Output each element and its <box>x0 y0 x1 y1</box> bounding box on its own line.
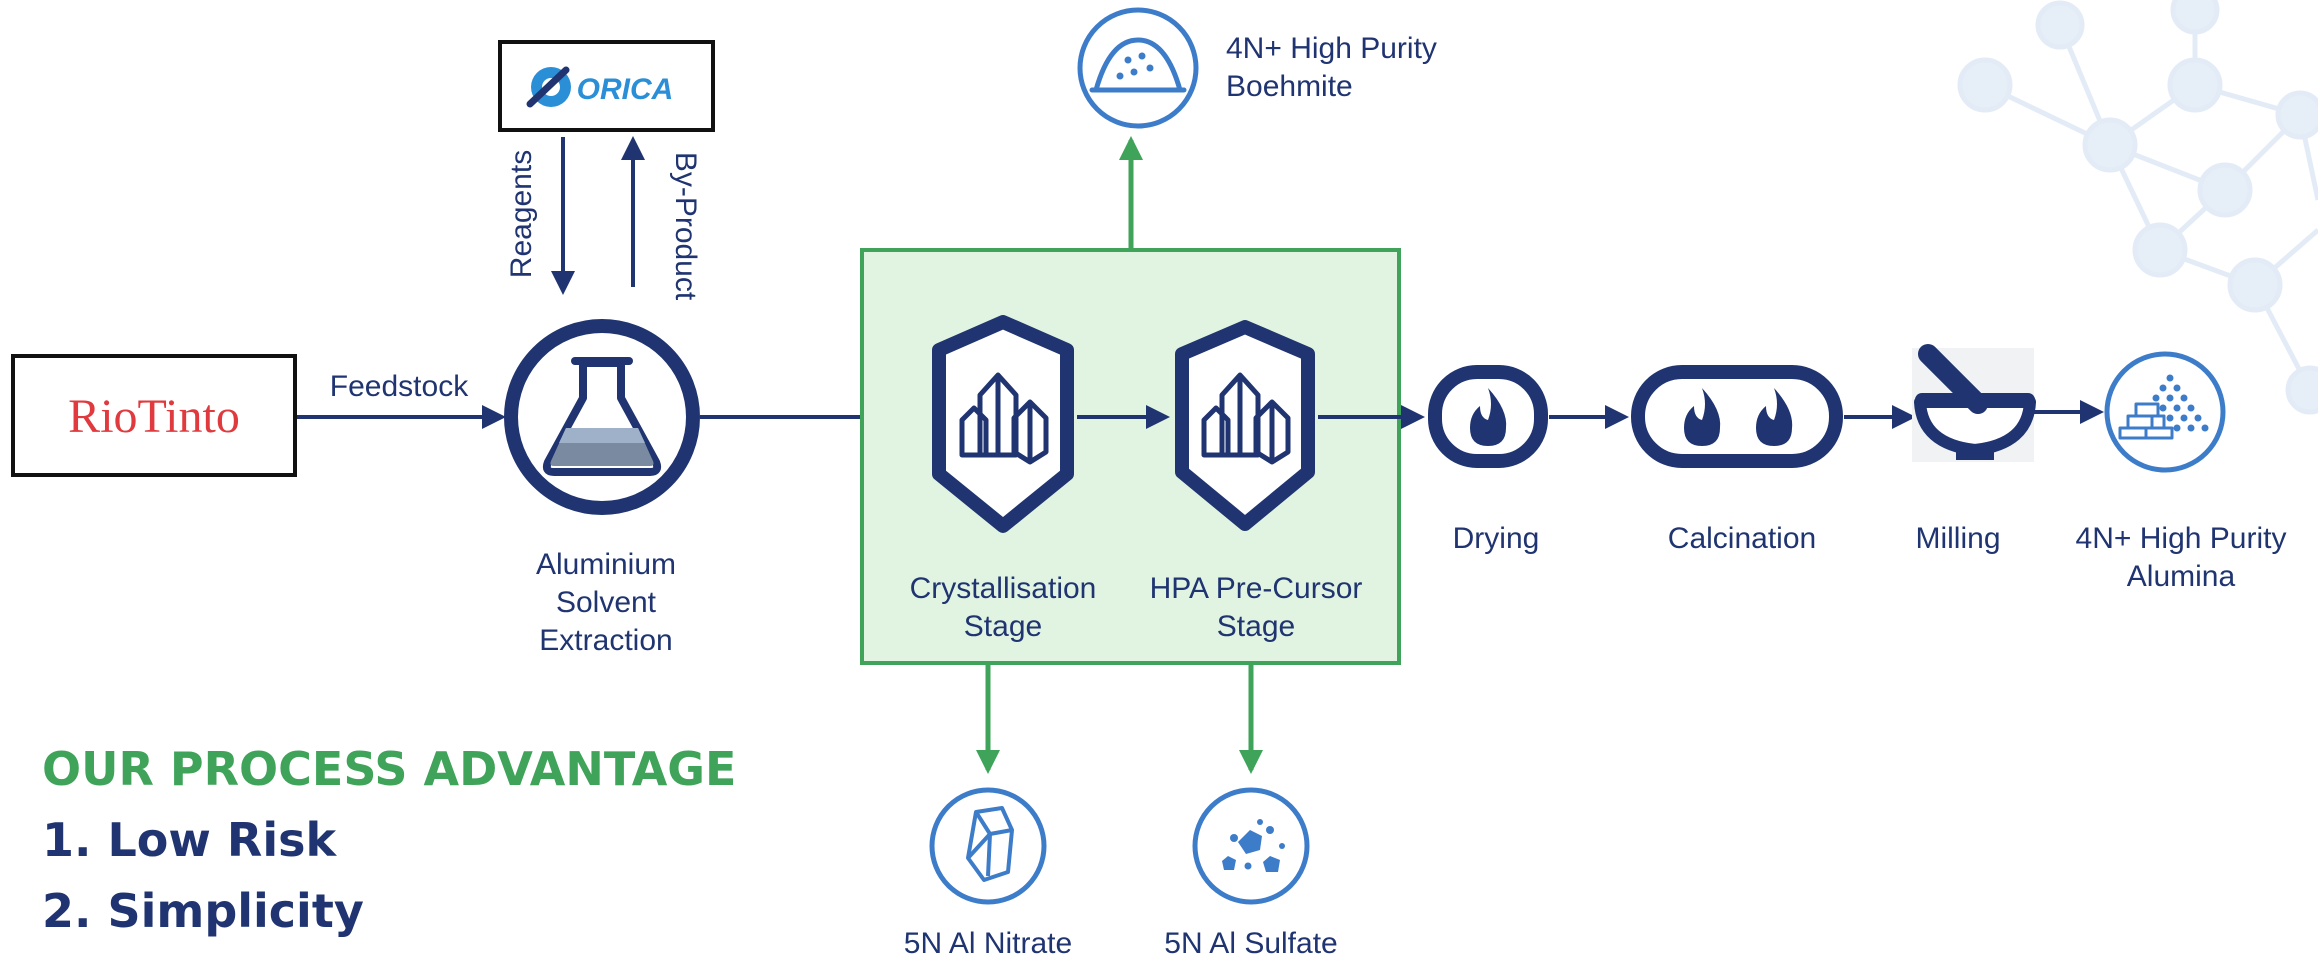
feedstock-label: Feedstock <box>330 370 469 403</box>
nitrate-label: 5N Al Nitrate <box>904 927 1072 958</box>
crystal-icon <box>959 372 1049 465</box>
alumina-label-line2: Alumina <box>2127 560 2236 593</box>
sulfate-node <box>1192 787 1310 905</box>
flask-icon <box>542 357 662 476</box>
orica-wordmark: ORICA <box>577 73 674 106</box>
boehmite-label-line2: Boehmite <box>1226 70 1353 103</box>
advantage-item-1: 1. Low Risk <box>42 813 337 867</box>
flame-icon <box>1684 388 1721 446</box>
orica-mark-icon <box>526 66 571 108</box>
crystallisation-label-line2: Stage <box>964 610 1042 643</box>
milling-label: Milling <box>1915 522 2000 555</box>
precursor-label-line1: HPA Pre-Cursor <box>1150 572 1363 605</box>
nitrate-node <box>929 787 1047 905</box>
flame-icon <box>1470 388 1507 446</box>
extraction-label-line2: Solvent <box>556 586 657 619</box>
process-advantage-block: OUR PROCESS ADVANTAGE 1. Low Risk 2. Sim… <box>42 742 736 938</box>
calcination-label: Calcination <box>1668 522 1816 555</box>
alumina-node <box>2104 351 2226 473</box>
nitrate-crystal-icon <box>966 806 1014 882</box>
advantage-heading: OUR PROCESS ADVANTAGE <box>42 742 736 796</box>
rio-tinto-wordmark: RioTinto <box>68 390 240 443</box>
crystallisation-label-line1: Crystallisation <box>910 572 1097 605</box>
by-product-label: By-Product <box>669 152 702 301</box>
extraction-label-line3: Extraction <box>539 624 672 657</box>
milling-node <box>1912 344 2036 462</box>
molecule-network-decoration <box>1957 0 2318 415</box>
drying-label: Drying <box>1453 522 1540 555</box>
orica-logo: ORICA <box>498 40 715 132</box>
rio-tinto-logo: RioTinto <box>11 354 297 477</box>
crystal-icon <box>1201 372 1291 465</box>
mortar-pestle-icon <box>1914 344 2036 460</box>
sulfate-granules-icon <box>1222 819 1285 872</box>
reagents-label: Reagents <box>505 150 538 278</box>
drying-node <box>1428 365 1548 468</box>
boehmite-powder-icon <box>1089 37 1187 93</box>
precursor-label-line2: Stage <box>1217 610 1295 643</box>
solvent-extraction-node <box>504 319 700 515</box>
advantage-item-2: 2. Simplicity <box>42 884 364 938</box>
boehmite-label-line1: 4N+ High Purity <box>1226 32 1437 65</box>
alumina-pyramid-icon <box>2118 374 2209 440</box>
extraction-label-line1: Aluminium <box>536 548 676 581</box>
boehmite-node <box>1077 7 1199 129</box>
crystallisation-node <box>932 315 1074 533</box>
calcination-node <box>1631 365 1843 468</box>
sulfate-label: 5N Al Sulfate <box>1164 927 1337 958</box>
alumina-label-line1: 4N+ High Purity <box>2076 522 2287 555</box>
flame-icon <box>1756 388 1793 446</box>
precursor-node <box>1175 320 1315 531</box>
